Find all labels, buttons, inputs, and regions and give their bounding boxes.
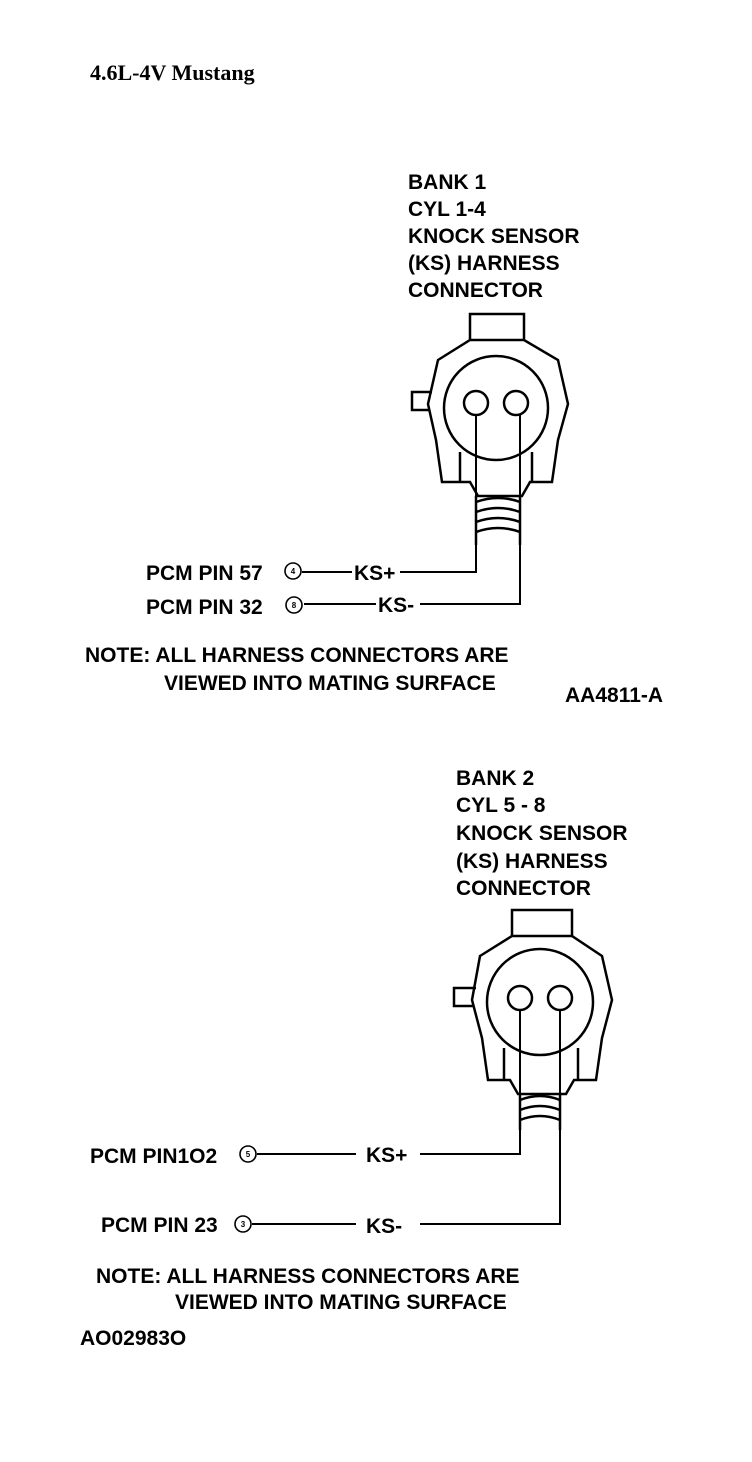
bank2-pin-row: PCM PIN 23 3 KS- [101, 1214, 402, 1238]
pin-marker-icon [234, 1215, 252, 1233]
pcm-pin-label: PCM PIN1O2 [90, 1145, 217, 1168]
pcm-pin-label: PCM PIN 57 [146, 562, 263, 585]
pin-marker-icon [285, 596, 303, 614]
signal-label: KS+ [366, 1144, 407, 1167]
note-line: VIEWED INTO MATING SURFACE [164, 672, 496, 695]
pin-marker-icon [239, 1145, 257, 1163]
bank1-label-line: CYL 1-4 [408, 198, 486, 221]
figure-reference: AO02983O [80, 1327, 186, 1350]
bank2-label-line: (KS) HARNESS [456, 850, 608, 873]
bank2-diagram: BANK 2 CYL 5 - 8 KNOCK SENSOR (KS) HARNE… [80, 767, 628, 1350]
bank2-label-line: KNOCK SENSOR [456, 822, 628, 845]
bank2-wires [252, 1010, 561, 1225]
bank2-connector-label: BANK 2 CYL 5 - 8 KNOCK SENSOR (KS) HARNE… [456, 767, 628, 900]
bank1-socket-right [502, 389, 530, 417]
bank2-note: NOTE: ALL HARNESS CONNECTORS ARE VIEWED … [96, 1265, 520, 1314]
signal-label: KS+ [354, 562, 395, 585]
bank1-pin-row: PCM PIN 57 4 KS+ [146, 562, 395, 585]
bank1-socket-left [462, 389, 490, 417]
note-line: VIEWED INTO MATING SURFACE [175, 1291, 507, 1314]
bank2-label-line: CYL 5 - 8 [456, 794, 546, 817]
bank2-socket-right [546, 984, 574, 1012]
bank1-label-line: (KS) HARNESS [408, 252, 560, 275]
bank1-label-line: BANK 1 [408, 171, 486, 194]
note-line: NOTE: ALL HARNESS CONNECTORS ARE [85, 644, 509, 667]
pin-marker-number: 3 [241, 1220, 246, 1229]
bank2-pin-row: PCM PIN1O2 5 KS+ [90, 1144, 407, 1168]
figure-reference: AA4811-A [565, 684, 663, 707]
signal-label: KS- [366, 1215, 402, 1238]
bank1-note: NOTE: ALL HARNESS CONNECTORS ARE VIEWED … [85, 644, 509, 695]
pin-marker-number: 4 [291, 567, 296, 576]
bank2-label-line: CONNECTOR [456, 877, 591, 900]
bank2-socket-left [506, 984, 534, 1012]
bank1-wires [302, 415, 521, 605]
bank1-label-line: KNOCK SENSOR [408, 225, 580, 248]
bank1-pin-row: PCM PIN 32 8 KS- [146, 594, 414, 619]
pcm-pin-label: PCM PIN 23 [101, 1214, 218, 1237]
note-line: NOTE: ALL HARNESS CONNECTORS ARE [96, 1265, 520, 1288]
bank1-label-line: CONNECTOR [408, 279, 543, 302]
signal-label: KS- [378, 594, 414, 617]
page-title: 4.6L-4V Mustang [90, 60, 255, 85]
bank1-connector-icon [410, 312, 570, 545]
pcm-pin-label: PCM PIN 32 [146, 596, 263, 619]
bank1-diagram: BANK 1 CYL 1-4 KNOCK SENSOR (KS) HARNESS… [85, 171, 663, 707]
bank2-label-line: BANK 2 [456, 767, 534, 790]
pin-marker-number: 8 [292, 601, 297, 610]
pin-marker-icon [284, 562, 302, 580]
bank1-connector-label: BANK 1 CYL 1-4 KNOCK SENSOR (KS) HARNESS… [408, 171, 580, 302]
bank2-connector-icon [452, 908, 614, 1130]
pin-marker-number: 5 [246, 1150, 251, 1159]
